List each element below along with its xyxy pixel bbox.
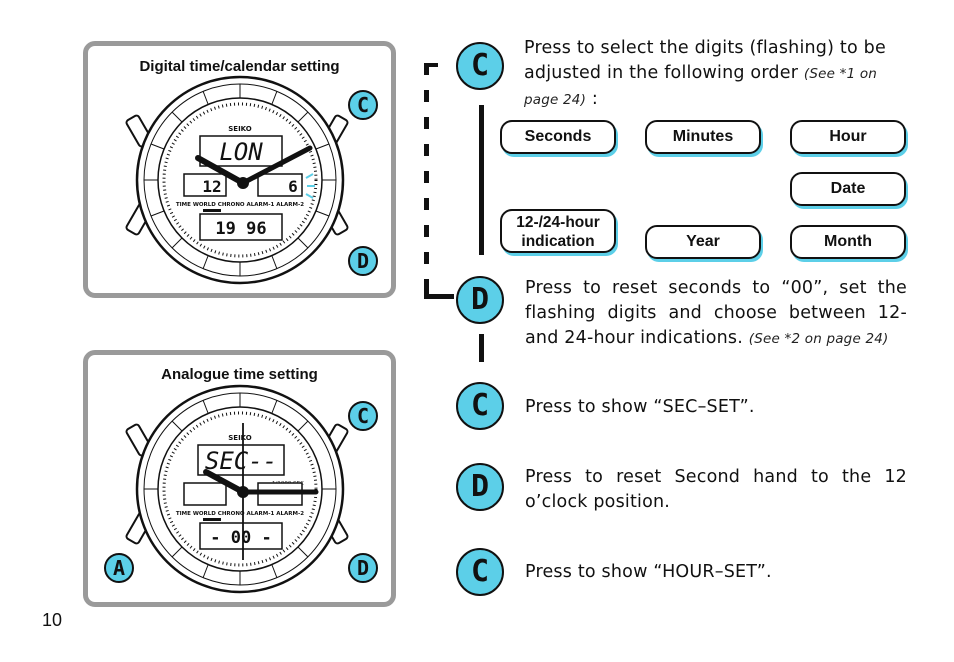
- step-1-note: (See *1 on page 24): [524, 66, 878, 108]
- analogue-setting-panel: Analogue time setting SEIKO SEC-- 1/1000…: [83, 350, 396, 607]
- flow-bracket-dash: [424, 225, 429, 237]
- step-1-button-c[interactable]: C: [456, 42, 504, 90]
- step-2-description: Press to reset seconds to “00”, set the …: [525, 276, 907, 352]
- brand-text: SEIKO: [228, 434, 252, 442]
- button-c-digital[interactable]: C: [348, 90, 378, 120]
- order-item-date: Date: [790, 172, 906, 206]
- flow-bracket-dash: [424, 90, 429, 102]
- order-item-month: Month: [790, 225, 906, 259]
- lcd-top-text: SEC--: [205, 447, 277, 475]
- step-2-note: (See *2 on page 24): [748, 331, 889, 347]
- order-list-bar: [479, 105, 484, 255]
- mode-labels-text: TIME WORLD CHRONO ALARM-1 ALARM-2: [176, 202, 304, 208]
- step-2-button-d[interactable]: D: [456, 276, 504, 324]
- step-1-suffix: :: [586, 89, 598, 109]
- flow-bracket-dash: [424, 171, 429, 183]
- page-number: 10: [42, 610, 63, 630]
- button-d-digital[interactable]: D: [348, 246, 378, 276]
- flow-bracket-top-cap: [424, 63, 438, 67]
- lcd-left-text: 12: [202, 177, 221, 196]
- step-5-description: Press to show “HOUR–SET”.: [525, 562, 772, 582]
- order-item-12-24-hour-indication: 12-/24-hour indication: [500, 209, 616, 253]
- digital-setting-panel: Digital time/calendar setting SEIKO: [83, 41, 396, 298]
- lcd-right-text: 6: [288, 177, 298, 196]
- step-2-text: Press to reset seconds to “00”, set the …: [525, 278, 907, 348]
- order-item-seconds: Seconds: [500, 120, 616, 154]
- analogue-panel-title: Analogue time setting: [161, 366, 318, 383]
- watch-illustration-analogue: SEIKO SEC-- 1/1000 SEC TIME WORLD CHRONO…: [125, 384, 349, 594]
- flow-bracket-dash: [424, 279, 429, 299]
- flow-bracket-dash: [424, 198, 429, 210]
- button-a-analogue[interactable]: A: [104, 553, 134, 583]
- step-3-description: Press to show “SEC–SET”.: [525, 397, 755, 417]
- step-1-description: Press to select the digits (flashing) to…: [524, 36, 909, 113]
- order-item-year: Year: [645, 225, 761, 259]
- brand-text: SEIKO: [228, 125, 252, 133]
- step-3-button-c[interactable]: C: [456, 382, 504, 430]
- step-1-text: Press to select the digits (flashing) to…: [524, 38, 886, 83]
- watch-illustration-digital: SEIKO LON 12 6 TIME WORLD CHRONO ALARM-1…: [125, 75, 349, 285]
- order-item-hour: Hour: [790, 120, 906, 154]
- step-4-description: Press to reset Second hand to the 12 o’c…: [525, 467, 907, 512]
- button-c-analogue[interactable]: C: [348, 401, 378, 431]
- step-separator-bar: [479, 334, 484, 362]
- digital-panel-title: Digital time/calendar setting: [139, 58, 340, 75]
- step-4-button-d[interactable]: D: [456, 463, 504, 511]
- flow-bracket-dash: [424, 252, 429, 264]
- order-item-hour-indication-line-2: indication: [521, 233, 595, 250]
- step-5-button-c[interactable]: C: [456, 548, 504, 596]
- order-item-minutes: Minutes: [645, 120, 761, 154]
- flow-bracket-dash: [424, 117, 429, 129]
- lcd-bottom-text: 19 96: [215, 219, 266, 239]
- order-item-hour-indication-line-1: 12-/24-hour: [516, 214, 600, 231]
- flow-bracket-dash: [424, 144, 429, 156]
- flow-bracket-dash: [424, 63, 429, 75]
- lcd-bottom-text: - 00 -: [210, 528, 271, 548]
- button-d-analogue[interactable]: D: [348, 553, 378, 583]
- flow-bracket-bottom-cap: [424, 294, 454, 299]
- mode-labels-text: TIME WORLD CHRONO ALARM-1 ALARM-2: [176, 511, 304, 517]
- lcd-top-text: LON: [219, 138, 263, 166]
